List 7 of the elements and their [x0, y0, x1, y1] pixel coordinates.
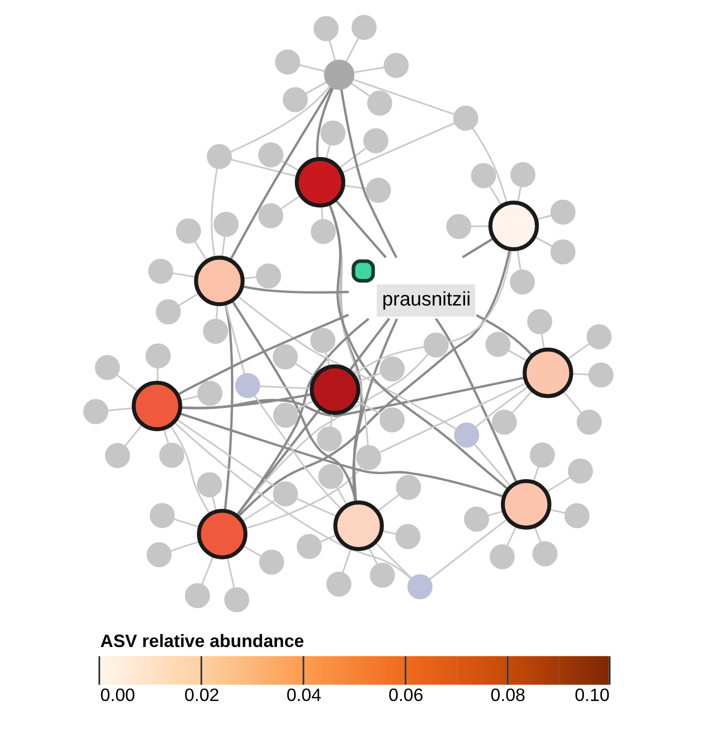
- label: ASV relative abundance: [100, 631, 304, 652]
- label: 0.00: [100, 684, 135, 705]
- label: 0.10: [574, 684, 610, 705]
- label: 0.08: [490, 684, 525, 705]
- label: 0.06: [388, 684, 423, 705]
- label: 0.02: [184, 684, 219, 705]
- label: 0.04: [286, 684, 321, 705]
